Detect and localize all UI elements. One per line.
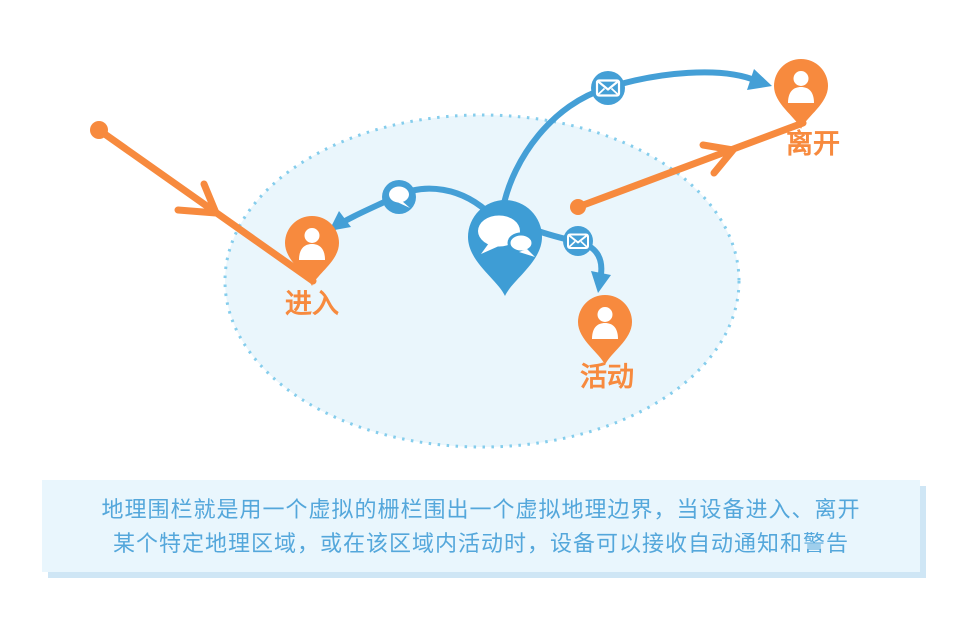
description-line-2: 某个特定地理区域，或在该区域内活动时，设备可以接收自动通知和警告 — [112, 531, 849, 556]
leave-track-arrow — [570, 119, 807, 215]
chevron-arrowhead-icon — [699, 141, 737, 177]
arrowhead-icon — [591, 271, 611, 293]
activity-person-pin-icon — [578, 295, 632, 365]
description-line-1: 地理围栏就是用一个虚拟的栅栏围出一个虚拟地理边界，当设备进入、离开 — [101, 497, 861, 522]
envelope-icon — [563, 226, 593, 256]
arrowhead-icon — [329, 211, 351, 231]
activity-label: 活动 — [580, 362, 634, 392]
enter-person-pin-icon — [285, 216, 339, 286]
chevron-arrowhead-icon — [174, 180, 220, 217]
chat-bubble-icon — [382, 180, 416, 214]
chat-location-pin-icon — [468, 200, 542, 296]
geofence-boundary-ellipse — [223, 113, 741, 449]
arrowhead-icon — [747, 69, 772, 90]
enter-track-arrow — [90, 121, 317, 285]
description-box: 地理围栏就是用一个虚拟的栅栏围出一个虚拟地理边界，当设备进入、离开 某个特定地理… — [42, 480, 920, 572]
leave-person-pin-icon — [774, 59, 828, 129]
envelope-icon — [591, 71, 625, 105]
enter-label: 进入 — [285, 289, 339, 319]
leave-label: 离开 — [786, 128, 840, 159]
